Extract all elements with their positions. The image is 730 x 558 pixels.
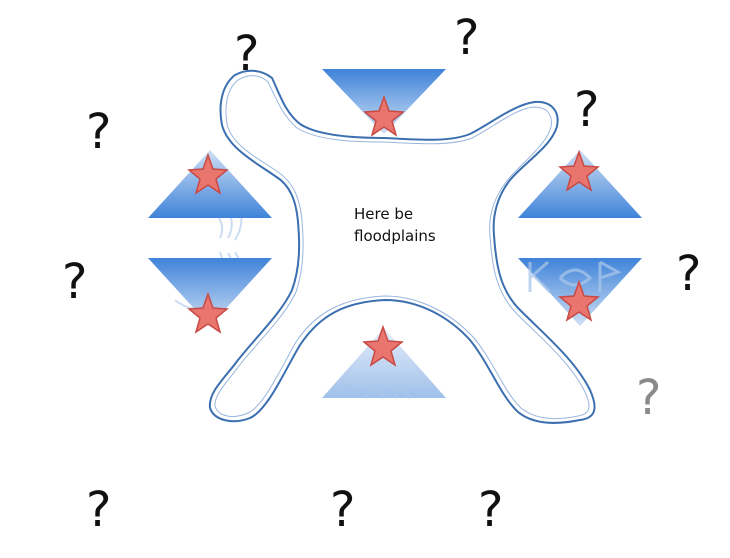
star-icon-bottom — [362, 324, 404, 367]
question-mark: ? — [330, 482, 356, 538]
question-mark: ? — [676, 246, 702, 302]
triangle-icon-left-lower — [148, 258, 272, 326]
question-mark: ? — [478, 482, 504, 538]
question-mark: ? — [62, 254, 88, 310]
star-icon-right-upper — [558, 149, 600, 192]
triangle-icon-bottom — [322, 328, 446, 398]
star-icons — [187, 94, 600, 367]
floodplain-outline — [208, 69, 596, 424]
floodplain-outline-echo — [214, 75, 590, 420]
question-mark: ? — [234, 26, 260, 82]
center-label-line2: floodplains — [354, 227, 436, 245]
question-mark: ? — [574, 82, 600, 138]
question-mark: ? — [86, 482, 112, 538]
triangle-icon-right-upper — [518, 150, 642, 218]
star-icon-right-lower — [558, 279, 600, 322]
center-label: Here be floodplains — [354, 203, 464, 247]
center-label-line1: Here be — [354, 205, 414, 223]
watermark-letters — [333, 260, 622, 399]
question-mark: ? — [636, 370, 662, 426]
star-icon-top — [363, 94, 405, 137]
star-icon-left-upper — [187, 152, 229, 195]
question-mark: ? — [454, 10, 480, 66]
question-mark: ? — [86, 104, 112, 160]
star-icon-left-lower — [187, 291, 229, 334]
